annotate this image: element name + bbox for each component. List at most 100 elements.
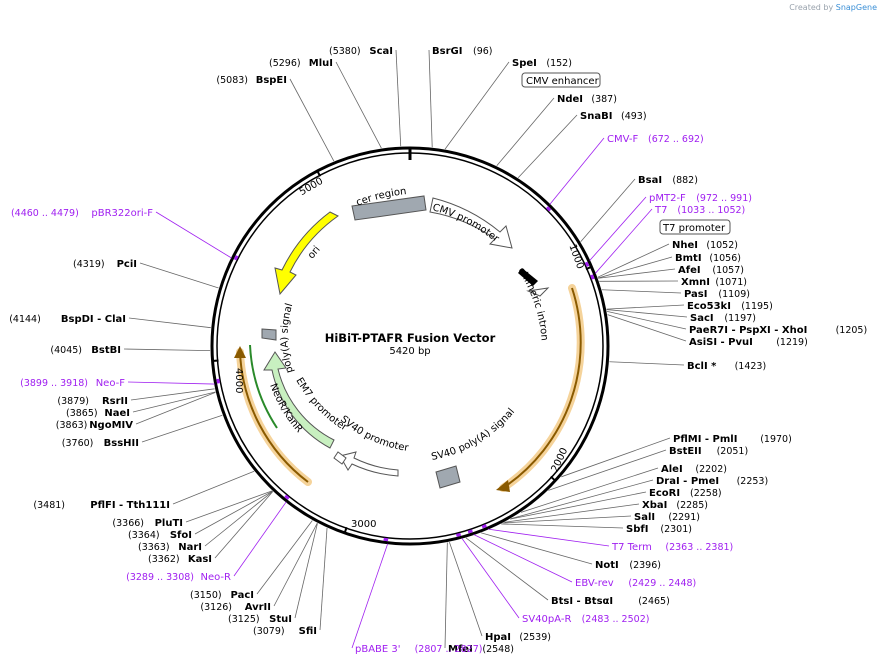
site-nhei[interactable]: NheI(1052) xyxy=(672,240,738,251)
site-btsi-bts-i[interactable]: BtsI - BtsαI(2465) xyxy=(551,596,670,607)
site-afei[interactable]: AfeI(1057) xyxy=(678,265,744,276)
site-name-rsrii: RsrII xyxy=(102,396,128,407)
site-name-btsi-bts-i: BtsI - BtsαI xyxy=(551,596,613,607)
site-bcli-[interactable]: BclI *(1423) xyxy=(687,361,766,372)
site-bsteii[interactable]: BstEII(2051) xyxy=(669,446,748,457)
site-sbfi[interactable]: SbfI(2301) xyxy=(626,524,692,535)
primer-pbr322ori-f[interactable]: pBR322ori-F(4460 .. 4479) xyxy=(11,208,153,219)
site-sfii[interactable]: SfiI(3079) xyxy=(253,626,317,637)
site-kasi[interactable]: KasI(3362) xyxy=(148,554,212,565)
site-name-afei: AfeI xyxy=(678,265,701,276)
site-name-nari: NarI xyxy=(178,542,202,553)
feature-cmv-promoter[interactable]: CMV promoter xyxy=(429,197,513,249)
site-noti[interactable]: NotI(2396) xyxy=(595,560,661,571)
boxed-t7-promoter[interactable]: T7 promoter xyxy=(659,219,731,235)
site-pos-kasi: (3362) xyxy=(148,554,180,565)
site-bstbi[interactable]: BstBI(4045) xyxy=(50,345,121,356)
primer-neo-f[interactable]: Neo-F(3899 .. 3918) xyxy=(20,378,125,389)
leader-bspei xyxy=(289,78,335,162)
site-pos-pflmi-pmli: (1970) xyxy=(760,434,792,445)
primer-t7[interactable]: T7(1033 .. 1052) xyxy=(654,205,745,216)
site-avrii[interactable]: AvrII(3126) xyxy=(200,602,271,613)
primer-cmv-f[interactable]: CMV-F(672 .. 692) xyxy=(607,134,704,145)
site-bspei[interactable]: BspEI(5083) xyxy=(216,75,287,86)
primer-pos-sv40pa-r: (2483 .. 2502) xyxy=(582,614,650,625)
site-name-xmni: XmnI xyxy=(681,277,710,288)
site-nari[interactable]: NarI (3363) xyxy=(138,542,202,553)
site-sali[interactable]: SalI(2291) xyxy=(634,512,700,523)
site-pos-hpai: (2539) xyxy=(519,632,551,643)
site-sfoi[interactable]: SfoI(3364) xyxy=(128,530,192,541)
site-xmni[interactable]: XmnI(1071) xyxy=(681,277,747,288)
site-bsrgi[interactable]: BsrGI(96) xyxy=(432,46,493,57)
primer-neo-r[interactable]: Neo-R(3289 .. 3308) xyxy=(126,572,231,583)
site-name-mfei: MfeI xyxy=(448,644,473,655)
site-paer7i-pspxi-xhoi[interactable]: PaeR7I - PspXI - XhoI(1205) xyxy=(689,325,867,336)
leader-btsi-bts-i xyxy=(465,537,549,601)
site-pos-bsshii: (3760) xyxy=(62,438,94,449)
site-pflmi-pmli[interactable]: PflMI - PmlI(1970) xyxy=(673,434,792,445)
feature-chimeric-intron[interactable]: chimeric intron xyxy=(515,266,549,342)
tick-mark-3000 xyxy=(344,526,348,533)
primer-pbabe-3-[interactable]: pBABE 3'(2807 .. 2827) xyxy=(355,644,482,655)
site-pos-naei: (3865) xyxy=(66,408,98,419)
site-bmti[interactable]: BmtI(1056) xyxy=(675,253,741,264)
site-xbai[interactable]: XbaI(2285) xyxy=(642,500,708,511)
site-pcii[interactable]: PciI(4319) xyxy=(73,259,137,270)
primer-pos-cmv-f: (672 .. 692) xyxy=(648,134,704,145)
site-rsrii[interactable]: RsrII(3879) xyxy=(57,396,128,407)
feature-cer-region[interactable]: cer region xyxy=(351,186,427,221)
leader-pcii xyxy=(139,262,219,289)
snapgene-logo: SnapGene xyxy=(835,3,877,12)
site-mlui[interactable]: MluI(5296) xyxy=(269,58,333,69)
site-drai-pmei[interactable]: DraI - PmeI(2253) xyxy=(656,476,768,487)
feature-ori[interactable]: ori xyxy=(274,211,339,296)
site-name-drai-pmei: DraI - PmeI xyxy=(656,476,719,487)
site-paci[interactable]: PacI(3150) xyxy=(190,590,254,601)
site-name-sfii: SfiI xyxy=(299,626,317,637)
site-bsai[interactable]: BsaI(882) xyxy=(638,175,698,186)
leader-pluti xyxy=(185,490,273,523)
site-name-saci: SacI xyxy=(690,313,714,324)
site-pasi[interactable]: PasI(1109) xyxy=(684,289,750,300)
leader-xbai xyxy=(504,503,640,523)
site-hpai[interactable]: HpaI(2539) xyxy=(485,632,551,643)
primer-sv40pa-r[interactable]: SV40pA-R(2483 .. 2502) xyxy=(522,614,649,625)
site-pos-bsai: (882) xyxy=(672,175,698,186)
site-asisi-pvui[interactable]: AsiSI - PvuI(1219) xyxy=(689,337,808,348)
site-ngomiv[interactable]: NgoMIV(3863) xyxy=(56,420,133,431)
primer-ebv-rev[interactable]: EBV-rev(2429 .. 2448) xyxy=(575,578,696,589)
site-pflfi-tth111i[interactable]: PflFI - Tth111I(3481) xyxy=(33,500,170,511)
feature-sv40-promoter[interactable]: SV40 promoter xyxy=(338,414,410,477)
feature-sv40-polya[interactable]: SV40 poly(A) signal xyxy=(430,406,517,489)
site-stui[interactable]: StuI(3125) xyxy=(228,614,292,625)
feature-orange-arc-right[interactable] xyxy=(496,284,585,492)
leader-sfoi xyxy=(194,490,273,535)
site-snabi[interactable]: SnaBI(493) xyxy=(580,111,647,122)
site-pluti[interactable]: PluTI(3366) xyxy=(112,518,183,529)
site-ecori[interactable]: EcoRI(2258) xyxy=(649,488,722,499)
feature-orange-arc-left[interactable] xyxy=(234,346,312,486)
site-scai[interactable]: ScaI(5380) xyxy=(329,46,393,57)
site-pos-nari: (3363) xyxy=(138,542,170,553)
site-bsshii[interactable]: BssHII(3760) xyxy=(62,438,139,449)
site-name-naei: NaeI xyxy=(104,408,130,419)
site-bspdi-clai[interactable]: BspDI - ClaI(4144) xyxy=(9,314,126,325)
primer-name-neo-r: Neo-R xyxy=(201,572,232,583)
site-ndei[interactable]: NdeI(387) xyxy=(557,94,617,105)
primer-t7-term[interactable]: T7 Term(2363 .. 2381) xyxy=(611,542,733,553)
site-alei[interactable]: AleI(2202) xyxy=(661,464,727,475)
site-spei[interactable]: SpeI(152) xyxy=(512,58,572,69)
boxed-cmv-enhancer[interactable]: CMV enhancer xyxy=(521,72,601,88)
site-saci[interactable]: SacI(1197) xyxy=(690,313,756,324)
primer-pmt2-f[interactable]: pMT2-F(972 .. 991) xyxy=(649,193,752,204)
primer-mark-neo-r xyxy=(284,494,290,500)
feature-polya-signal[interactable]: poly(A) signal xyxy=(261,302,296,374)
site-mfei[interactable]: MfeI(2548) xyxy=(448,644,514,655)
primer-name-pmt2-f: pMT2-F xyxy=(649,193,686,204)
site-naei[interactable]: NaeI (3865) xyxy=(66,408,130,419)
leader-noti xyxy=(481,532,593,565)
site-eco53ki[interactable]: Eco53kI(1195) xyxy=(687,301,773,312)
leader-bsteii xyxy=(548,449,667,491)
